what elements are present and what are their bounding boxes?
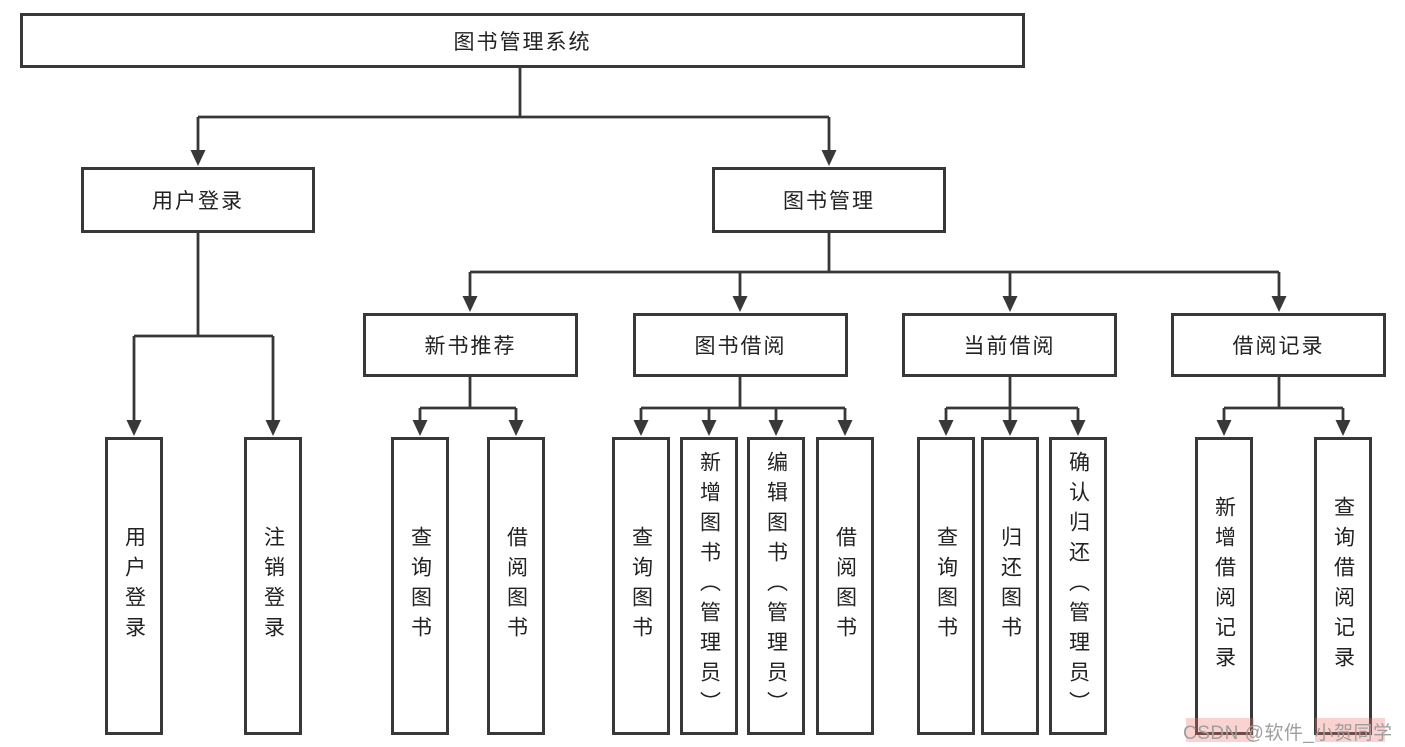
leaf-user-login: 用户登录	[105, 437, 163, 735]
connector-newbooks-to-leaves	[418, 377, 518, 421]
leaf-borrowing-query-books: 查询图书	[612, 437, 670, 735]
node-library-system: 图书管理系统	[20, 13, 1025, 68]
node-book-management: 图书管理	[712, 167, 946, 233]
leaf-current-query-books: 查询图书	[917, 437, 975, 735]
leaf-borrowing-edit-books-admin: 编辑图书（管理员）	[747, 437, 805, 735]
node-book-borrowing: 图书借阅	[633, 313, 848, 377]
watermark-highlight	[1315, 718, 1385, 742]
connector-current-to-leaves	[944, 377, 1080, 421]
watermark: CSDN @软件_小贺同学	[1183, 723, 1393, 744]
leaf-records-add-record: 新增借阅记录	[1195, 437, 1253, 735]
leaf-borrowing-borrow-books: 借阅图书	[816, 437, 874, 735]
leaf-borrowing-add-books-admin: 新增图书（管理员）	[680, 437, 738, 735]
node-borrowing-records: 借阅记录	[1171, 313, 1386, 377]
leaf-records-query-record: 查询借阅记录	[1314, 437, 1372, 735]
leaf-newbooks-query-books: 查询图书	[391, 437, 449, 735]
node-current-borrowing: 当前借阅	[902, 313, 1117, 377]
connector-bookborrow-to-leaves	[639, 377, 847, 421]
node-user-login: 用户登录	[81, 167, 315, 233]
arrowhead-icons	[126, 150, 1351, 436]
leaf-newbooks-borrow-books: 借阅图书	[487, 437, 545, 735]
watermark-highlight	[1186, 718, 1254, 742]
leaf-logout: 注销登录	[244, 437, 302, 735]
connector-records-to-leaves	[1222, 377, 1345, 421]
connector-bookmgmt-to-level3	[468, 233, 1281, 297]
leaf-current-return-books: 归还图书	[981, 437, 1039, 735]
leaf-current-confirm-return-admin: 确认归还（管理员）	[1049, 437, 1107, 735]
node-new-book-recommend: 新书推荐	[363, 313, 578, 377]
connector-root-to-level2	[196, 68, 831, 151]
connector-userlogin-to-leaves	[132, 233, 275, 421]
